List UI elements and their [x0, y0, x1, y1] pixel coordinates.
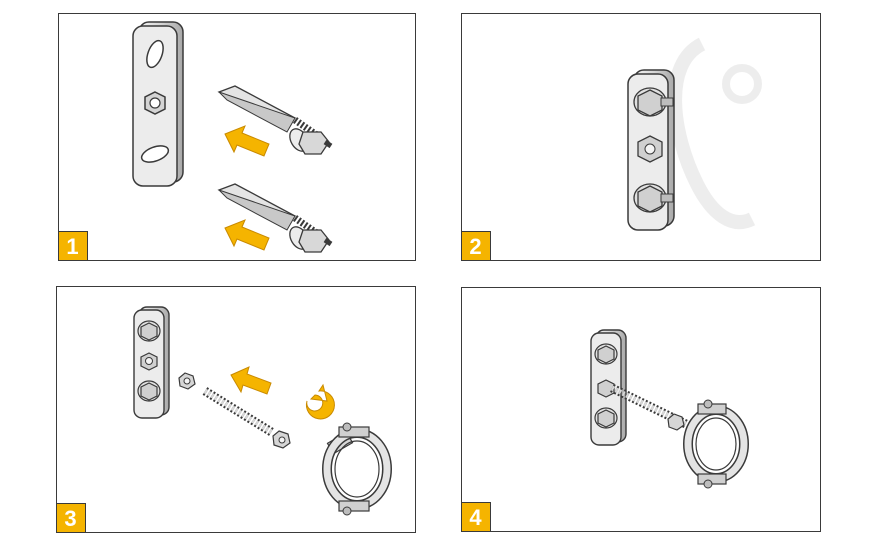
mounting-plate	[132, 21, 184, 187]
step-4-illustration	[590, 329, 749, 489]
anchor-bolt-lower	[217, 183, 333, 253]
step-panel-2: 2	[461, 13, 821, 261]
step-2-illustration	[627, 69, 675, 231]
insert-arrow-lower-icon	[224, 219, 270, 251]
rotate-arrow-icon	[305, 383, 335, 420]
threaded-rod	[202, 387, 276, 437]
insert-arrow-upper-icon	[224, 125, 270, 157]
anchor-nut-top	[633, 87, 674, 117]
center-nut	[637, 135, 663, 163]
insert-arrow-icon	[230, 366, 272, 395]
mounted-plate	[133, 306, 170, 419]
hex-nut-rod	[272, 430, 291, 449]
step-1-illustration	[132, 21, 333, 253]
step-panel-1: 1	[58, 13, 416, 261]
hex-nut-rod	[667, 413, 685, 431]
step-number-badge: 1	[59, 231, 88, 260]
anchor-bolt-upper	[217, 85, 333, 155]
mounted-plate	[590, 329, 627, 446]
pipe-clamp	[322, 422, 392, 516]
pipe-clamp	[683, 399, 749, 489]
anchor-nut-bottom	[633, 183, 674, 213]
step-3-illustration	[133, 306, 392, 516]
hex-nut-small	[178, 372, 196, 390]
step-number-badge: 4	[462, 502, 491, 531]
step-number-badge: 3	[57, 503, 86, 532]
step-panel-4: 4	[461, 287, 821, 532]
step-number-badge: 2	[462, 231, 491, 260]
step-panel-3: 3	[56, 286, 416, 533]
